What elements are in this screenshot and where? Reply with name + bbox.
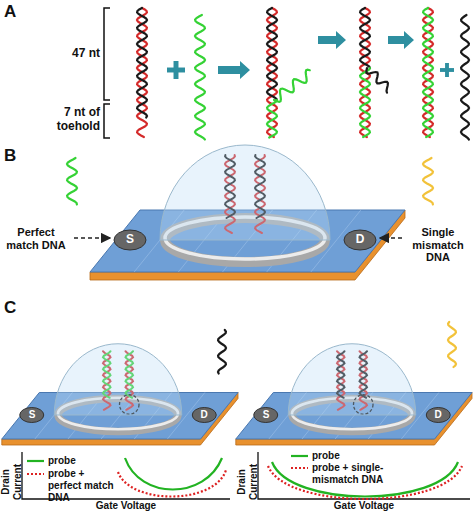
probe-curve [272,462,458,497]
plus-sign [445,63,449,77]
legend-text: probe [48,455,118,467]
dna-strand [267,100,277,138]
dna-strand [218,330,226,374]
dna-strand [137,8,147,118]
electrode-label: D [430,409,446,421]
source-electrode [114,230,146,250]
target-label: Single mismatch DNA [402,226,474,264]
dna-strand [423,8,433,137]
legend-text: probe [312,450,382,462]
axis-label: Gate Voltage [76,500,176,512]
dna-strand [360,8,370,68]
toehold-bracket [104,104,110,138]
legend-text: probe + perfect match DNA [48,468,120,504]
liquid-dome [160,145,330,240]
source-electrode [254,408,278,423]
liquid-dome [288,344,416,415]
legend-sample [291,467,308,469]
panel-letter: B [4,146,24,166]
dna-strand [67,158,77,205]
plot-axes [258,452,470,499]
target-label: Perfect match DNA [0,226,72,251]
dna-strand [267,8,277,137]
length-bracket [104,8,110,100]
liquid-dome [54,344,182,415]
electrode-label: S [24,409,40,421]
drain-electrode [426,408,450,423]
electrode-label: D [196,409,212,421]
legend-sample [27,460,44,462]
axis-label: Drain Current [236,450,260,513]
dna-strand [137,8,147,137]
drain-electrode [192,408,216,423]
dashed-arrow [74,237,110,238]
electrode-label: S [258,409,274,421]
axis-label: Gate Voltage [314,500,414,512]
process-arrow [388,31,414,49]
dna-strand [423,8,433,137]
dna-strand [461,15,469,140]
electrode-label: D [352,233,368,247]
axis-label: Drain Current [0,450,24,513]
dna-strand [195,15,205,140]
panel-letter: C [4,298,24,318]
dna-strand [423,158,433,205]
legend-sample [27,473,44,475]
drain-electrode [344,230,376,250]
panel-letter: A [4,2,24,22]
electrode-label: S [122,233,138,247]
plus-sign [174,61,179,79]
dna-strand [360,68,370,137]
toehold-label: 7 nt of toehold [28,106,100,134]
source-electrode [20,408,44,423]
process-arrow [318,31,346,49]
process-arrow [218,61,250,79]
dna-strand [267,8,277,100]
dna-strand [448,322,456,367]
dashed-arrow [380,237,402,238]
probe-curve [125,458,222,490]
dna-strand [366,68,388,93]
length-label: 47 nt [30,47,100,61]
legend-text: probe + single-mismatch DNA [312,462,424,486]
legend-sample [291,455,308,457]
dna-strand [274,70,310,102]
hybrid-curve [118,470,226,497]
